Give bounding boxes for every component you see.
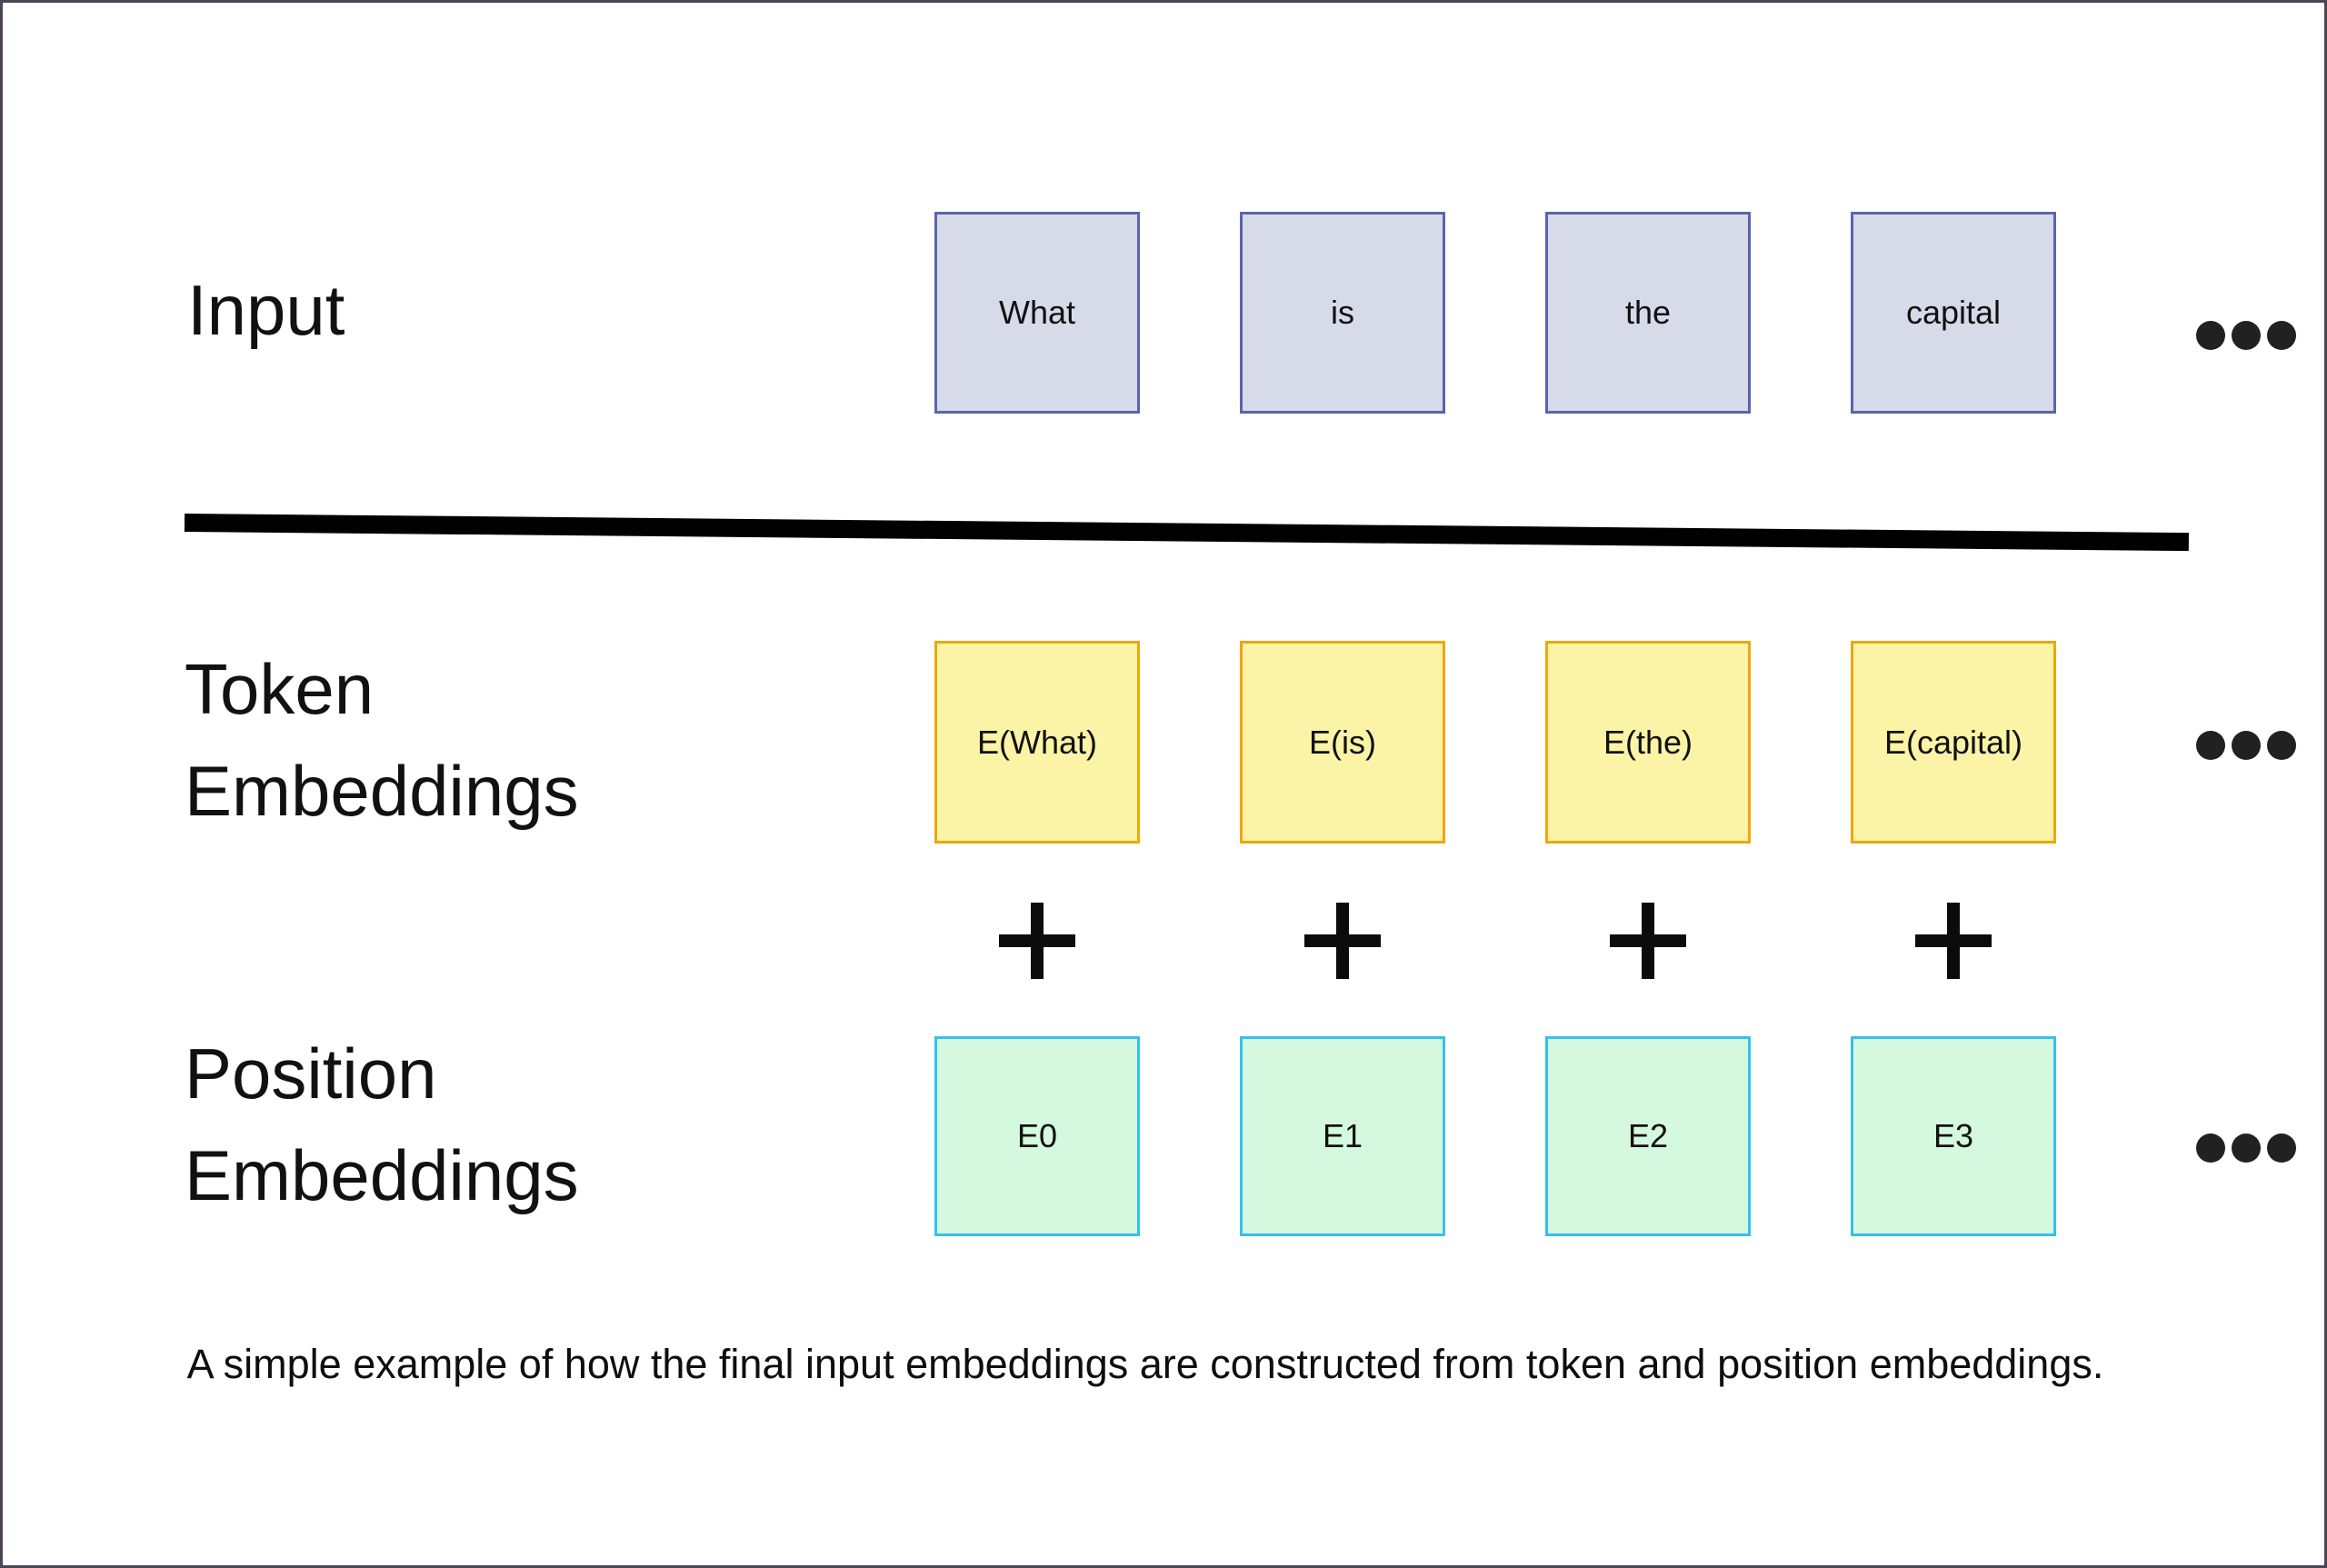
input-token-row: What is the capital (934, 212, 2296, 414)
token-embedding-box: E(What) (934, 641, 1140, 844)
position-embedding-text: E0 (1016, 1117, 1058, 1155)
ellipsis-icon (2196, 730, 2296, 760)
plus-icon (999, 903, 1075, 979)
token-embedding-text: E(capital) (1883, 723, 2023, 761)
dot-icon (2267, 730, 2296, 760)
position-embedding-text: E1 (1322, 1117, 1363, 1155)
position-embedding-box: E3 (1851, 1036, 2056, 1236)
plus-cell (1240, 903, 1445, 979)
input-token-box: is (1240, 212, 1445, 414)
input-row-label: Input (187, 270, 345, 350)
token-embedding-text: E(What) (976, 723, 1097, 761)
divider-line (184, 514, 2189, 552)
token-embedding-text: E(the) (1603, 723, 1693, 761)
position-embedding-box: E1 (1240, 1036, 1445, 1236)
token-embedding-box: E(is) (1240, 641, 1445, 844)
token-embeddings-label: Token Embeddings (185, 638, 579, 842)
token-embedding-box: E(capital) (1851, 641, 2056, 844)
token-embedding-row: E(What) E(is) E(the) E(capital) (934, 641, 2296, 844)
plus-icon (1915, 903, 1992, 979)
position-embeddings-label: Position Embeddings (185, 1023, 579, 1226)
dot-icon (2232, 1134, 2261, 1163)
dot-icon (2196, 1134, 2225, 1163)
position-embedding-text: E2 (1627, 1117, 1669, 1155)
dot-icon (2267, 1134, 2296, 1163)
position-embedding-box: E2 (1545, 1036, 1751, 1236)
ellipsis-icon (2196, 321, 2296, 350)
input-token-text: the (1624, 294, 1672, 332)
plus-cell (1545, 903, 1751, 979)
figure-caption: A simple example of how the final input … (186, 1341, 2104, 1387)
input-token-text: capital (1905, 294, 2002, 332)
plus-icon (1610, 903, 1686, 979)
input-token-text: is (1331, 294, 1354, 332)
input-token-box: the (1545, 212, 1751, 414)
ellipsis-icon (2196, 1134, 2296, 1163)
dot-icon (2232, 730, 2261, 760)
token-embedding-box: E(the) (1545, 641, 1751, 844)
input-token-box: capital (1851, 212, 2056, 414)
plus-icon (1304, 903, 1381, 979)
position-embedding-row: E0 E1 E2 E3 (934, 1036, 2296, 1236)
plus-cell (934, 903, 1140, 979)
position-embedding-box: E0 (934, 1036, 1140, 1236)
position-embeddings-label-line1: Position (185, 1034, 437, 1114)
plus-cell (1851, 903, 2056, 979)
position-embedding-text: E3 (1933, 1117, 1974, 1155)
token-embedding-text: E(is) (1309, 723, 1376, 761)
input-token-text: What (998, 294, 1076, 332)
token-embeddings-label-line1: Token (185, 649, 375, 729)
position-embeddings-label-line2: Embeddings (185, 1135, 579, 1215)
plus-operator-row (934, 903, 2056, 979)
token-embeddings-label-line2: Embeddings (185, 751, 579, 831)
dot-icon (2196, 321, 2225, 350)
dot-icon (2232, 321, 2261, 350)
dot-icon (2196, 730, 2225, 760)
dot-icon (2267, 321, 2296, 350)
input-token-box: What (934, 212, 1140, 414)
